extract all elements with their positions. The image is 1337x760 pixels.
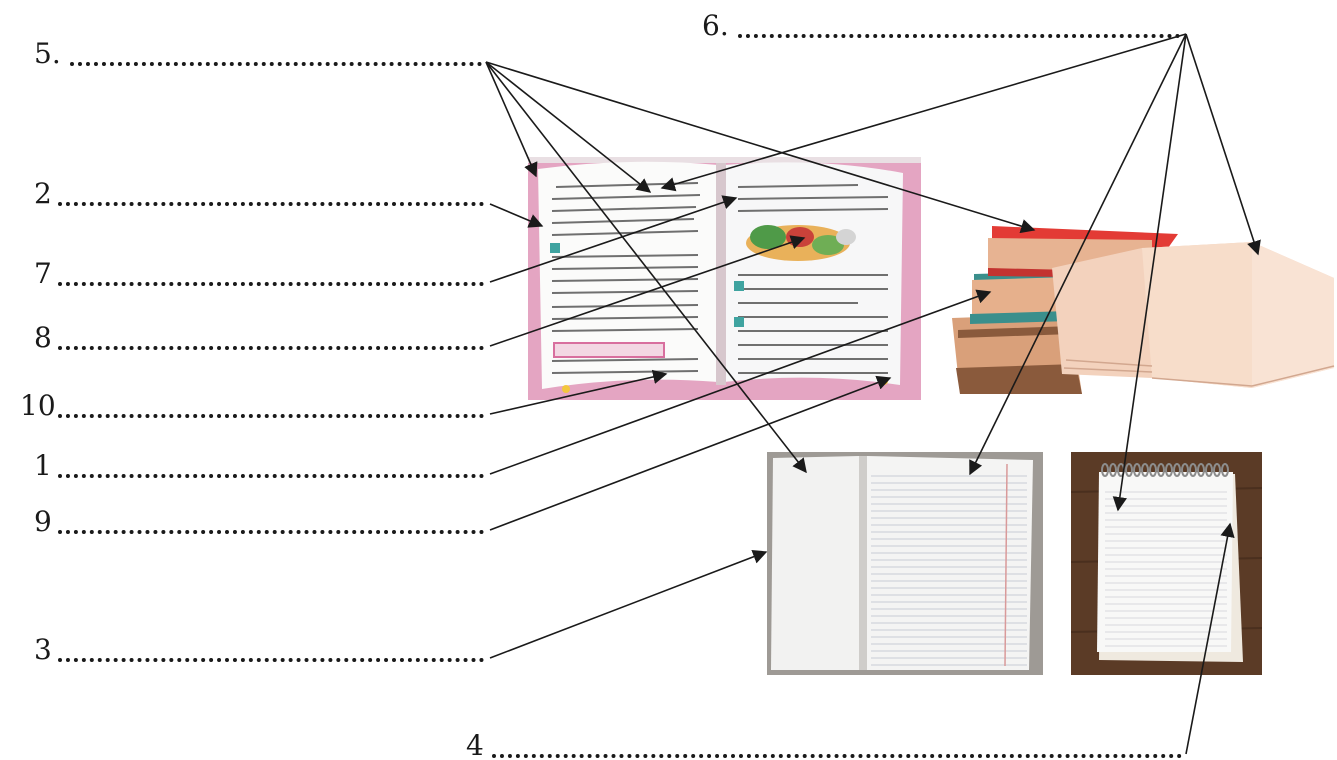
spiral-ring bbox=[1133, 463, 1141, 477]
arrow-4 bbox=[1185, 522, 1235, 755]
arrow-6-open-book bbox=[1185, 33, 1261, 256]
label-2-answer-line[interactable] bbox=[58, 202, 484, 206]
arrow-5-books bbox=[485, 61, 1036, 234]
label-3-number: 3 bbox=[34, 633, 52, 666]
stack-of-books-picture bbox=[952, 226, 1335, 394]
label-4-number: 4 bbox=[466, 729, 484, 760]
label-6-answer-line[interactable] bbox=[738, 34, 1180, 38]
arrow-1 bbox=[489, 289, 992, 475]
spiral-ring bbox=[1149, 463, 1157, 477]
spiral-ring bbox=[1181, 463, 1189, 477]
spiral-ring bbox=[1165, 463, 1173, 477]
arrow-10 bbox=[489, 369, 668, 415]
spiral-ring bbox=[1141, 463, 1149, 477]
spiral-ring bbox=[1197, 463, 1205, 477]
arrow-6-notebook bbox=[969, 33, 1187, 476]
label-5-answer-line[interactable] bbox=[70, 62, 482, 66]
label-1-number: 1 bbox=[34, 449, 52, 482]
label-10-number: 10 bbox=[20, 389, 56, 422]
label-10-answer-line[interactable] bbox=[58, 414, 484, 418]
open-exercise-notebook-picture bbox=[767, 452, 1043, 675]
spiral-ring bbox=[1213, 463, 1221, 477]
spiral-notepad-picture bbox=[1071, 452, 1262, 675]
arrow-6-textbook bbox=[660, 33, 1187, 192]
spiral-ring bbox=[1157, 463, 1165, 477]
arrow-8 bbox=[489, 235, 806, 347]
label-2-number: 2 bbox=[34, 177, 52, 210]
label-7-answer-line[interactable] bbox=[58, 282, 484, 286]
arrow-3 bbox=[489, 549, 768, 659]
arrow-5-textbook-left bbox=[485, 61, 652, 193]
label-5-number: 5. bbox=[34, 37, 61, 70]
spiral-ring bbox=[1125, 463, 1133, 477]
arrow-9 bbox=[489, 375, 892, 531]
arrow-6-notepad bbox=[1112, 33, 1187, 512]
label-8-number: 8 bbox=[34, 321, 52, 354]
arrow-2 bbox=[489, 203, 544, 228]
label-8-answer-line[interactable] bbox=[58, 346, 484, 350]
spiral-ring bbox=[1189, 463, 1197, 477]
label-9-answer-line[interactable] bbox=[58, 530, 484, 534]
arrow-5-notebook bbox=[485, 61, 807, 474]
spiral-ring bbox=[1101, 463, 1109, 477]
label-7-number: 7 bbox=[34, 257, 52, 290]
label-1-answer-line[interactable] bbox=[58, 474, 484, 478]
label-9-number: 9 bbox=[34, 505, 52, 538]
arrow-7 bbox=[489, 195, 738, 283]
spiral-ring bbox=[1173, 463, 1181, 477]
label-6-number: 6. bbox=[702, 9, 729, 42]
label-3-answer-line[interactable] bbox=[58, 658, 484, 662]
arrow-5-textbook-corner bbox=[485, 61, 538, 178]
spiral-ring bbox=[1221, 463, 1229, 477]
label-4-answer-line[interactable] bbox=[492, 754, 1182, 758]
spiral-ring bbox=[1205, 463, 1213, 477]
spiral-ring bbox=[1109, 463, 1117, 477]
